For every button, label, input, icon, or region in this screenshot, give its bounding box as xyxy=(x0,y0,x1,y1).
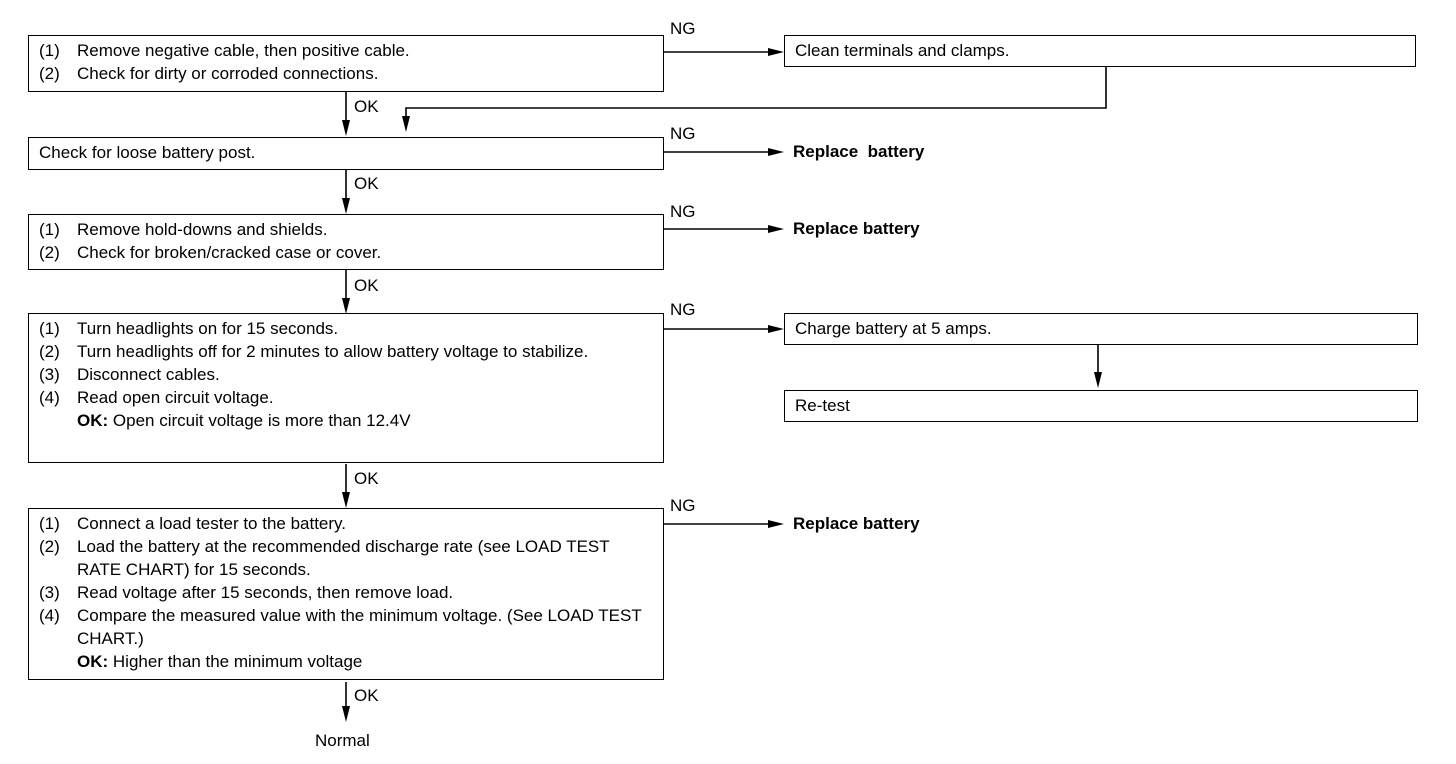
step-item: (1)Connect a load tester to the battery. xyxy=(39,514,347,533)
outcome-replace-battery: Replace battery xyxy=(793,142,925,161)
ng-label: NG xyxy=(670,496,696,515)
ok-label: OK xyxy=(354,276,379,295)
step-box-loose-post: Check for loose battery post. xyxy=(28,137,664,170)
outcome-replace-battery: Replace battery xyxy=(793,219,920,238)
ng-label: NG xyxy=(670,19,696,38)
step-item: (2)Turn headlights off for 2 minutes to … xyxy=(39,342,589,361)
ok-label: OK xyxy=(354,469,379,488)
ok-label: OK xyxy=(354,686,379,705)
step-item: (2)Check for dirty or corroded connectio… xyxy=(39,64,379,83)
step-box-check-connections: (1)Remove negative cable, then positive … xyxy=(28,35,664,92)
step-item: (3)Disconnect cables. xyxy=(39,365,220,384)
action-box-clean-terminals: Clean terminals and clamps. xyxy=(784,35,1416,67)
ok-criterion: OK: Higher than the minimum voltage xyxy=(77,652,363,671)
ng-label: NG xyxy=(670,202,696,221)
step-item: (1)Turn headlights on for 15 seconds. xyxy=(39,319,339,338)
step-box-load-test: (1)Connect a load tester to the battery.… xyxy=(28,508,664,680)
step-item: (2)Load the battery at the recommended d… xyxy=(39,537,610,579)
ok-label: OK xyxy=(354,174,379,193)
ng-label: NG xyxy=(670,300,696,319)
step-item: (2)Check for broken/cracked case or cove… xyxy=(39,243,382,262)
ok-criterion: OK: Open circuit voltage is more than 12… xyxy=(77,411,411,430)
step-box-open-circuit-voltage: (1)Turn headlights on for 15 seconds. (2… xyxy=(28,313,664,463)
ng-label: NG xyxy=(670,124,696,143)
step-item: (4)Read open circuit voltage. xyxy=(39,388,274,407)
step-box-case-check: (1)Remove hold-downs and shields. (2)Che… xyxy=(28,214,664,270)
outcome-replace-battery: Replace battery xyxy=(793,514,920,533)
step-item: (1)Remove hold-downs and shields. xyxy=(39,220,328,239)
action-box-charge-battery: Charge battery at 5 amps. xyxy=(784,313,1418,345)
ok-label: OK xyxy=(354,97,379,116)
outcome-normal: Normal xyxy=(315,731,370,750)
step-item: (1)Remove negative cable, then positive … xyxy=(39,41,410,60)
action-box-retest: Re-test xyxy=(784,390,1418,422)
step-item: (3)Read voltage after 15 seconds, then r… xyxy=(39,583,454,602)
step-item: (4)Compare the measured value with the m… xyxy=(39,606,642,648)
